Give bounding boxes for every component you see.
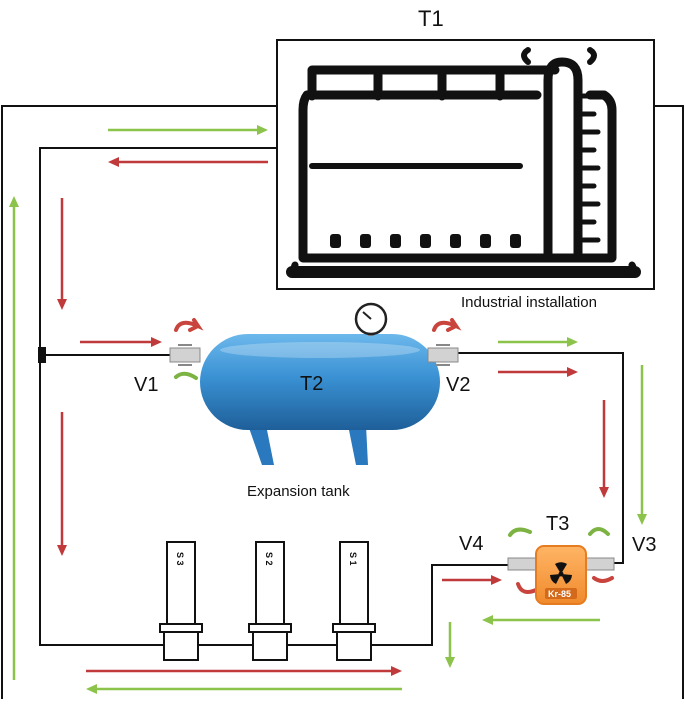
sensor-s3-label: S 3 <box>175 552 185 566</box>
t2-label: T2 <box>300 373 323 395</box>
valve-v2[interactable] <box>427 344 459 366</box>
sensor-s1-label: S 1 <box>348 552 358 566</box>
arrow-red-left-down-upper <box>57 198 67 310</box>
valve-v1[interactable] <box>169 344 201 366</box>
kr85-label: Kr-85 <box>548 589 571 599</box>
radiation-trefoil-icon <box>550 562 572 584</box>
outer-pipe-loop <box>1 105 277 699</box>
sensor-s3: S 3 <box>159 541 203 661</box>
v3-label: V3 <box>632 534 656 556</box>
expansion-tank-label: Expansion tank <box>247 483 350 500</box>
arrow-red-right-down <box>599 400 609 498</box>
arrow-green-from-v2 <box>498 337 578 347</box>
arrow-green-bottom-left-long <box>86 684 402 694</box>
valve-v1-handle-open[interactable] <box>174 318 204 332</box>
flow-arrows <box>9 125 647 694</box>
arrow-green-top-right <box>108 125 268 135</box>
valve-v4[interactable] <box>507 557 537 571</box>
valve-v2-handle-open[interactable] <box>432 318 462 332</box>
v1-label: V1 <box>134 374 158 396</box>
arrow-green-bottom-left <box>482 615 600 625</box>
sensor-s1: S 1 <box>332 541 376 661</box>
t1-dots <box>330 234 521 248</box>
t3-label: T3 <box>546 513 569 535</box>
v2-label: V2 <box>446 374 470 396</box>
valve-handle-red-left[interactable] <box>516 582 538 594</box>
pressure-gauge-icon <box>354 302 388 336</box>
industrial-installation-icon <box>286 47 641 278</box>
inner-pipe-top <box>39 147 510 646</box>
valve-v3[interactable] <box>585 557 615 571</box>
t1-label: T1 <box>418 6 444 31</box>
pipe-tee <box>38 347 46 363</box>
v4-label: V4 <box>459 533 483 555</box>
kr85-badge <box>545 588 577 599</box>
valve-handle-red-right[interactable] <box>592 576 614 583</box>
inner-pipe-right <box>430 352 624 564</box>
arrow-red-top-left <box>108 157 268 167</box>
sensor-s2-label: S 2 <box>264 552 274 566</box>
arrow-green-left-up <box>9 196 19 680</box>
valve-v1-handle-closed[interactable] <box>174 371 198 380</box>
arrow-red-to-v4 <box>442 575 502 585</box>
arrow-red-left-down-lower <box>57 412 67 556</box>
valve-v4-handle[interactable] <box>508 527 532 537</box>
arrow-red-from-v2 <box>498 367 578 377</box>
industrial-installation-label: Industrial installation <box>461 294 597 311</box>
pipe-network <box>1 105 684 699</box>
outer-pipe-right <box>654 105 684 699</box>
arrow-red-bottom-right <box>86 666 402 676</box>
valve-v3-handle[interactable] <box>588 527 610 536</box>
arrow-green-right-down <box>637 365 647 525</box>
sensor-s2: S 2 <box>248 541 292 661</box>
expansion-tank <box>200 326 440 465</box>
arrow-green-down-short <box>445 622 455 668</box>
arrow-red-to-v1 <box>80 337 162 347</box>
